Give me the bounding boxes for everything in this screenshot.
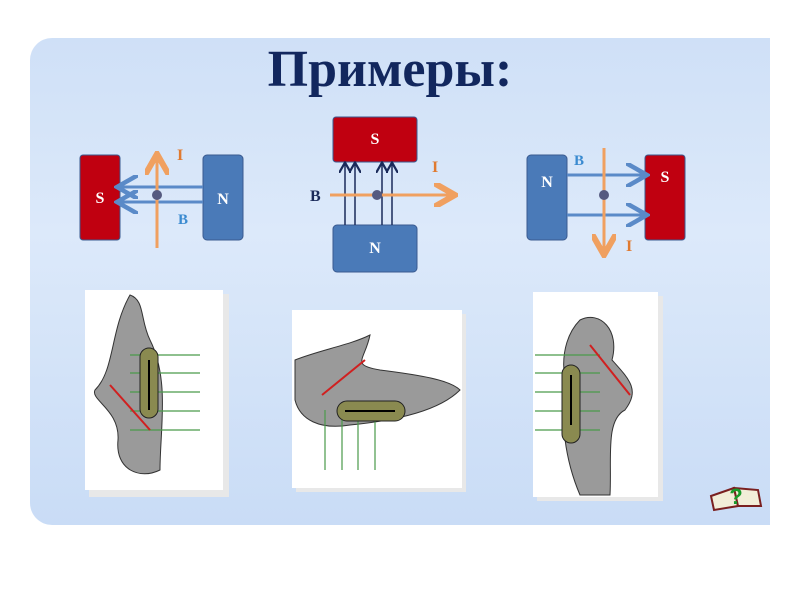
pole-label: S bbox=[661, 169, 670, 186]
north-pole bbox=[526, 154, 568, 241]
conductor-dot bbox=[152, 190, 162, 200]
left-hand-rule-image-2 bbox=[292, 310, 466, 492]
pole-label: S bbox=[96, 190, 105, 207]
pole-label: N bbox=[369, 240, 381, 257]
help-book-icon[interactable]: ? bbox=[708, 478, 764, 514]
pole-label: N bbox=[217, 191, 229, 208]
current-label: I bbox=[177, 147, 183, 164]
north-pole bbox=[332, 224, 418, 273]
south-pole bbox=[644, 154, 686, 241]
south-pole bbox=[332, 116, 418, 163]
pole-label: N bbox=[541, 174, 553, 191]
left-hand-rule-image-1 bbox=[85, 290, 229, 497]
field-label: B bbox=[310, 188, 321, 205]
north-pole bbox=[202, 154, 244, 241]
current-label: I bbox=[432, 159, 438, 176]
current-label: I bbox=[626, 238, 632, 255]
svg-text:?: ? bbox=[729, 484, 742, 509]
pole-label: S bbox=[371, 131, 380, 148]
field-label: B bbox=[574, 153, 584, 169]
diagram-1: S N I B bbox=[79, 147, 244, 248]
conductor-dot bbox=[599, 190, 609, 200]
diagram-3: N S B I bbox=[526, 148, 686, 255]
left-hand-rule-image-3 bbox=[533, 292, 663, 501]
field-label: B bbox=[178, 212, 188, 228]
diagram-2: S N B I bbox=[310, 116, 452, 273]
conductor-dot bbox=[372, 190, 382, 200]
slide-title: Примеры: bbox=[267, 41, 513, 98]
